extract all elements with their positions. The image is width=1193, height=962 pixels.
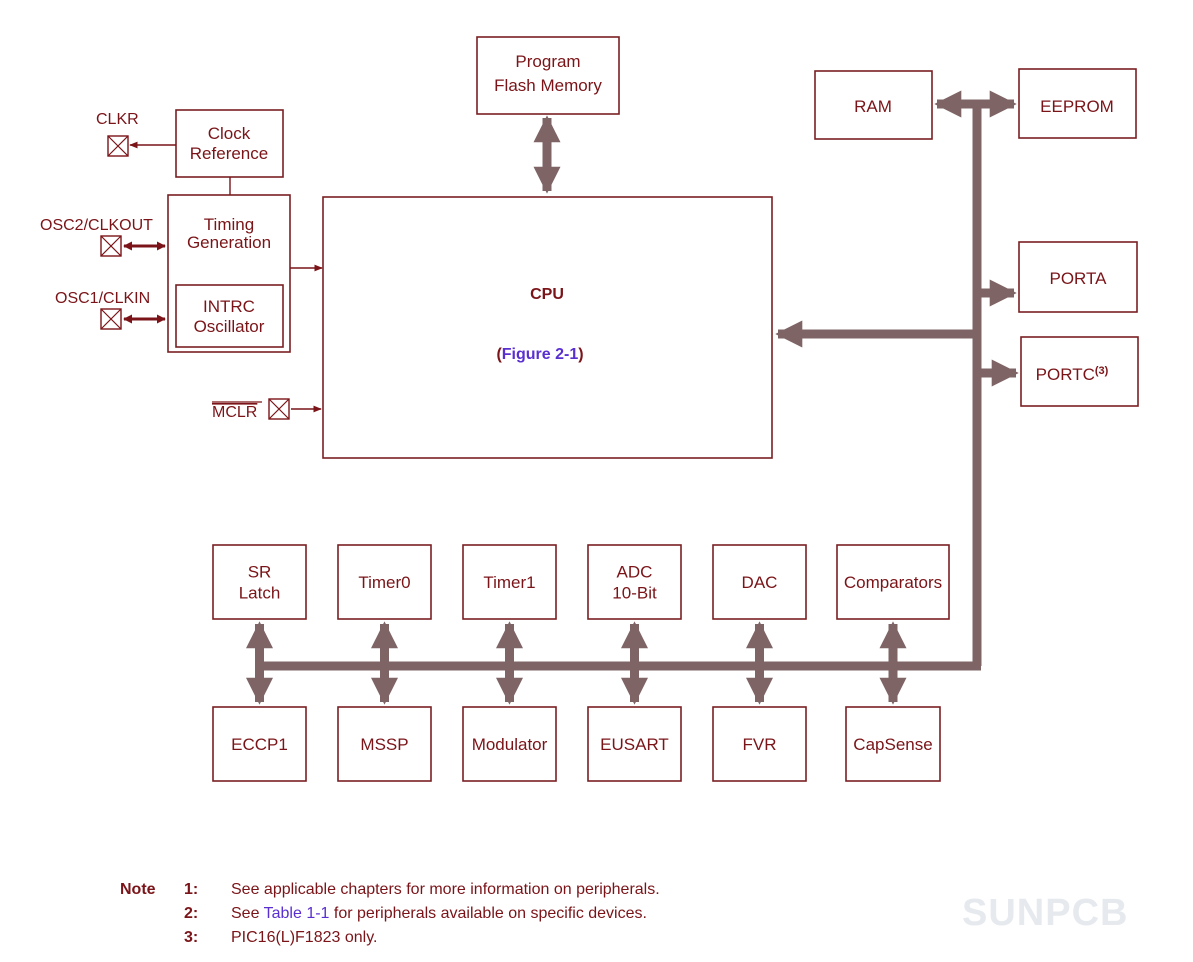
adc-10-bit-label-line2: 10-Bit <box>612 584 657 603</box>
mssp-block: MSSP <box>337 706 432 782</box>
program-flash-label-line2: Flash Memory <box>494 76 602 95</box>
portc-label: PORTC(3) <box>1036 365 1109 384</box>
program-flash-memory-block: Program Flash Memory <box>476 36 620 115</box>
program-flash-label-line1: Program <box>515 52 580 71</box>
timer0-block: Timer0 <box>337 544 432 620</box>
timing-generation-label-line1: Timing <box>204 215 254 234</box>
cpu-block: CPU (Figure 2-1) <box>322 196 773 459</box>
capsense-block: CapSense <box>845 706 941 782</box>
capsense-label: CapSense <box>853 735 932 754</box>
peripherals-group: SR Latch Timer0 Timer1 ADC 10-Bit DAC Comparato… <box>212 544 950 782</box>
clkr-pin: CLKR <box>96 111 176 157</box>
ram-label: RAM <box>854 97 892 116</box>
dac-block: DAC <box>712 544 807 620</box>
adc-10-bit-label-line1: ADC <box>617 563 653 582</box>
ram-block: RAM <box>814 70 933 140</box>
portc-block: PORTC(3) <box>1020 336 1139 407</box>
eccp1-block: ECCP1 <box>212 706 307 782</box>
figure-2-1-link[interactable]: Figure 2-1 <box>502 346 579 363</box>
osc1-pin: OSC1/CLKIN <box>55 290 166 330</box>
cpu-figure-reference: (Figure 2-1) <box>496 346 583 363</box>
notes-section: Note 1: See applicable chapters for more… <box>120 878 660 950</box>
table-1-1-link[interactable]: Table 1-1 <box>263 905 330 922</box>
watermark: SUNPCB <box>962 892 1129 934</box>
note-1-text: See applicable chapters for more informa… <box>231 881 660 898</box>
clock-reference-label-line2: Reference <box>190 144 268 163</box>
timing-generation-block: Timing Generation INTRC Oscillator <box>167 194 291 353</box>
eeprom-block: EEPROM <box>1018 68 1137 139</box>
note-3-number: 3: <box>184 929 199 946</box>
clock-reference-label-line1: Clock <box>208 124 251 143</box>
porta-label: PORTA <box>1050 269 1108 288</box>
eusart-block: EUSART <box>587 706 682 782</box>
eeprom-label: EEPROM <box>1040 97 1114 116</box>
note-3: 3: PIC16(L)F1823 only. <box>120 926 660 950</box>
timer1-block: Timer1 <box>462 544 557 620</box>
intrc-label-line2: Oscillator <box>194 317 265 336</box>
mclr-pin-label: MCLR <box>212 404 257 421</box>
osc2-pin: OSC2/CLKOUT <box>40 217 166 257</box>
timer0-label: Timer0 <box>358 573 410 592</box>
comparators-block: Comparators <box>836 544 950 620</box>
fvr-block: FVR <box>712 706 807 782</box>
comparators-label: Comparators <box>844 573 942 592</box>
osc2-pin-label: OSC2/CLKOUT <box>40 217 153 234</box>
timing-generation-label-line2: Generation <box>187 233 271 252</box>
mclr-pin: MCLR <box>212 398 322 421</box>
cpu-title: CPU <box>530 286 564 303</box>
fvr-label: FVR <box>743 735 777 754</box>
sr-latch-block: SR Latch <box>212 544 307 620</box>
osc1-pin-label: OSC1/CLKIN <box>55 290 150 307</box>
portc-note-ref: (3) <box>1095 365 1109 377</box>
timer1-label: Timer1 <box>483 573 535 592</box>
note-1: Note 1: See applicable chapters for more… <box>120 878 660 902</box>
intrc-label-line1: INTRC <box>203 297 255 316</box>
eusart-label: EUSART <box>600 735 669 754</box>
sr-latch-label-line1: SR <box>248 563 272 582</box>
note-2: 2: See Table 1-1 for peripherals availab… <box>120 902 660 926</box>
eccp1-label: ECCP1 <box>231 735 288 754</box>
porta-block: PORTA <box>1018 241 1138 313</box>
note-1-number: 1: <box>184 881 199 898</box>
note-3-text: PIC16(L)F1823 only. <box>231 929 378 946</box>
dac-label: DAC <box>742 573 778 592</box>
note-heading: Note <box>120 881 156 898</box>
note-2-number: 2: <box>184 905 199 922</box>
clock-reference-block: Clock Reference <box>175 109 284 178</box>
adc-10-bit-block: ADC 10-Bit <box>587 544 682 620</box>
modulator-block: Modulator <box>462 706 557 782</box>
modulator-label: Modulator <box>472 735 548 754</box>
sr-latch-label-line2: Latch <box>239 584 281 603</box>
note-2-text: See Table 1-1 for peripherals available … <box>231 905 647 922</box>
mssp-label: MSSP <box>360 735 408 754</box>
clkr-pin-label: CLKR <box>96 111 139 128</box>
